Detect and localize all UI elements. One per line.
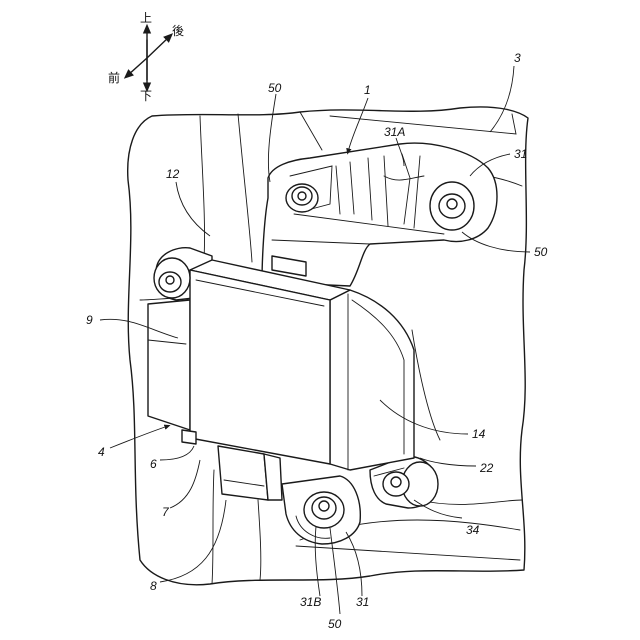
ref-4: 4 [98, 445, 105, 459]
bolt-shank [447, 199, 457, 209]
ref-12: 12 [166, 167, 180, 181]
ref-31B: 31B [300, 595, 321, 609]
connector-side [264, 454, 282, 500]
ref-31A: 31A [384, 125, 405, 139]
ref-1: 1 [364, 83, 371, 97]
orientation-indicator: 上 下 後 前 [108, 11, 184, 103]
leader-8 [160, 500, 226, 582]
panel-line [296, 546, 520, 560]
ref-31-top: 31 [514, 147, 527, 161]
control-unit [182, 256, 414, 500]
bolt-shank [166, 276, 174, 284]
label-down: 下 [140, 89, 152, 103]
ref-50-top: 50 [268, 81, 282, 95]
panel-line [238, 114, 252, 262]
bolt-50-upper-right [430, 182, 474, 230]
bolt-shank [298, 192, 306, 200]
label-up: 上 [140, 11, 152, 25]
ref-8: 8 [150, 579, 157, 593]
bolt-shank [391, 477, 401, 487]
bolt-50-lower [304, 492, 344, 528]
front-face [190, 270, 330, 464]
leader-31-bottom [346, 532, 362, 596]
side-housing-14 [330, 290, 414, 470]
label-front: 前 [108, 70, 120, 85]
panel-line [200, 116, 205, 260]
leader-1 [348, 98, 368, 152]
leader-7 [170, 460, 200, 508]
leader-6 [160, 446, 194, 460]
ref-7: 7 [162, 505, 170, 519]
ref-14: 14 [472, 427, 486, 441]
tab-6 [182, 430, 196, 444]
ref-34: 34 [466, 523, 480, 537]
panel-line [420, 500, 522, 504]
ref-6: 6 [150, 457, 157, 471]
label-rear: 後 [172, 24, 184, 38]
arrow-rear-icon [147, 36, 170, 58]
ref-3: 3 [514, 51, 521, 65]
bolt-left [154, 258, 190, 298]
bolt-50-upper-left [286, 184, 318, 212]
bolt-shank [319, 501, 329, 511]
panel-line [412, 330, 440, 440]
side-box-9 [148, 300, 190, 430]
connector-7 [218, 446, 268, 500]
panel-line [300, 112, 322, 150]
leader-3 [490, 66, 514, 132]
arrow-front-icon [127, 58, 147, 76]
panel-line [258, 500, 261, 580]
leader-4 [110, 426, 168, 448]
ref-9: 9 [86, 313, 93, 327]
ref-50-bottom: 50 [328, 617, 342, 631]
panel-line [212, 470, 214, 584]
ref-31-bottom: 31 [356, 595, 369, 609]
leader-12 [176, 182, 210, 236]
ref-50-right: 50 [534, 245, 548, 259]
ref-22: 22 [479, 461, 494, 475]
